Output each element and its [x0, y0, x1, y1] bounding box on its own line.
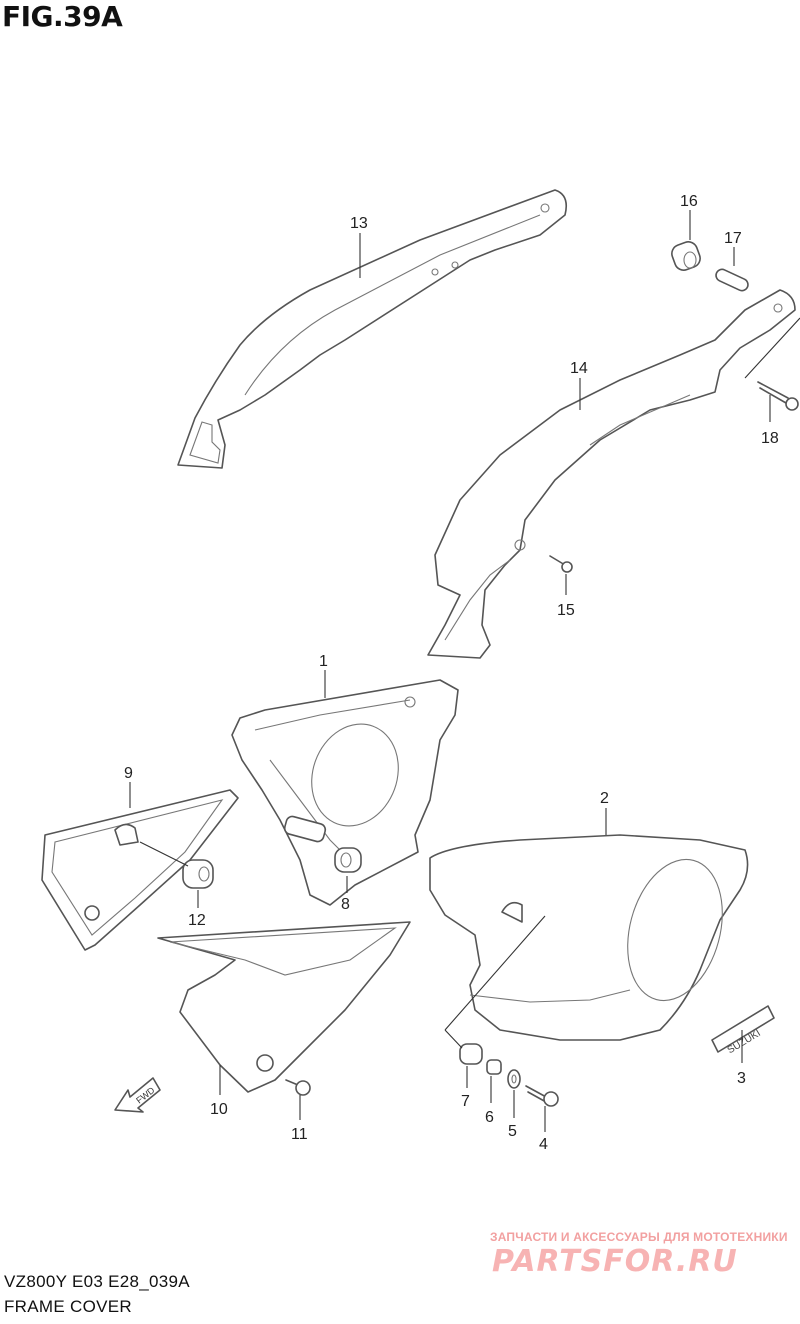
part-2-frame-cover: [429, 834, 749, 1041]
callout-10: 10: [210, 1101, 228, 1118]
part-9-side-cover: [41, 789, 239, 951]
callout-5: 5: [508, 1123, 517, 1140]
callout-3: 3: [737, 1070, 746, 1087]
model-code: VZ800Y E03 E28_039A: [4, 1272, 190, 1291]
part-11-screw: [285, 1079, 311, 1096]
part-6-collar: [486, 1059, 502, 1075]
fwd-arrow: FWD: [114, 1077, 161, 1113]
callout-16: 16: [680, 193, 698, 210]
leader-lines: [129, 210, 800, 1132]
part-8-grommet: [334, 847, 362, 873]
part-4-bolt: [525, 1085, 559, 1107]
callout-7: 7: [461, 1093, 470, 1110]
watermark-subtitle: ЗАПЧАСТИ И АКСЕССУАРЫ ДЛЯ МОТОТЕХНИКИ: [490, 1230, 788, 1244]
callout-14: 14: [570, 360, 588, 377]
callout-17: 17: [724, 230, 742, 247]
callout-12: 12: [188, 912, 206, 929]
figure-title: FIG.39A: [2, 0, 123, 33]
part-3-emblem: SUZUKI: [711, 1005, 775, 1056]
part-7-grommet: [459, 1043, 483, 1065]
callout-6: 6: [485, 1109, 494, 1126]
callout-11: 11: [291, 1126, 308, 1143]
part-5-washer: [507, 1069, 521, 1089]
part-1-bracket: [231, 679, 459, 906]
part-12-grommet: [182, 859, 214, 889]
callout-13: 13: [350, 215, 368, 232]
section-name: FRAME COVER: [4, 1297, 132, 1316]
callout-4: 4: [539, 1136, 548, 1153]
part-15-screw: [549, 555, 573, 573]
part-17-pin: [715, 268, 749, 292]
callout-8: 8: [341, 896, 350, 913]
callout-18: 18: [761, 430, 779, 447]
part-10-lower-side-cover: [157, 921, 411, 1093]
callout-1: 1: [319, 653, 328, 670]
part-18-bolt: [757, 381, 799, 411]
part-13-upper-frame-cover: [177, 189, 568, 469]
part-16-collar: [671, 241, 701, 271]
callout-labels: 1 2 3 4 5 6 7 8 9 10 11 12 13 14 15 16 1…: [124, 193, 779, 1153]
part-14-frame-cover: [427, 289, 796, 659]
watermark-logo: PARTSFOR.RU: [492, 1244, 738, 1279]
callout-9: 9: [124, 765, 133, 782]
callout-2: 2: [600, 790, 609, 807]
callout-15: 15: [557, 602, 575, 619]
